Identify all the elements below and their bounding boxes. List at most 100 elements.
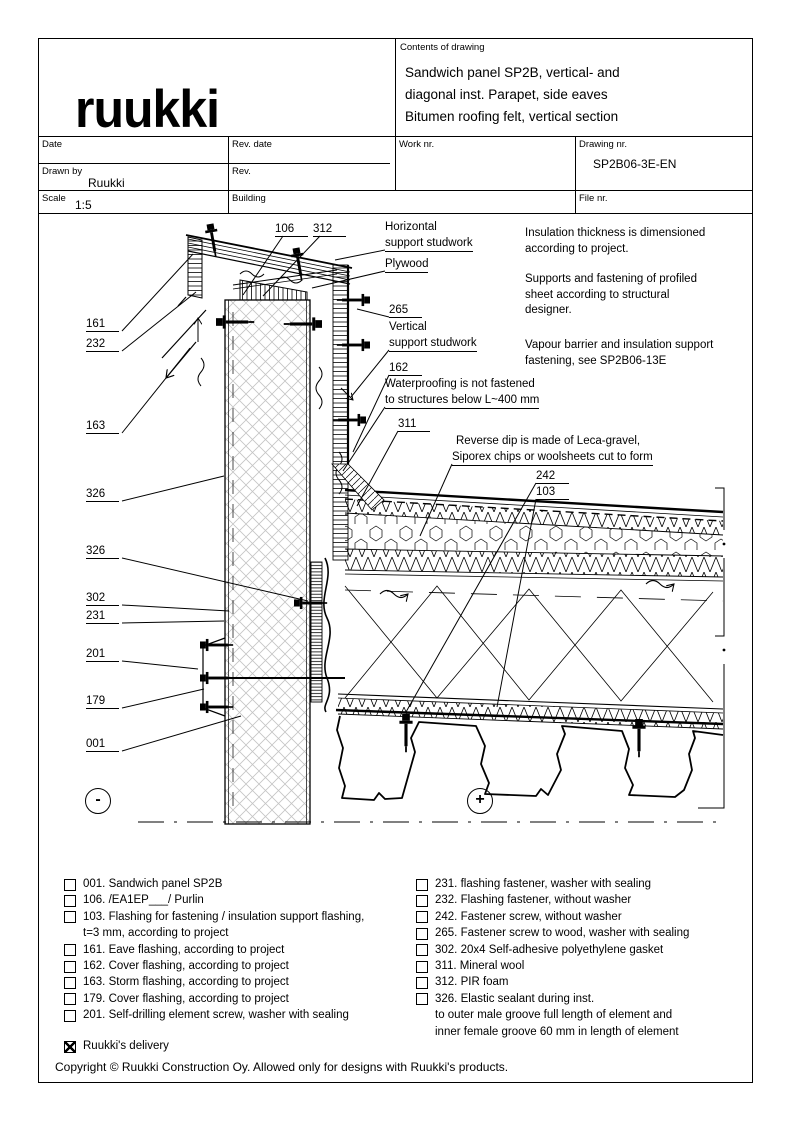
checkbox-icon bbox=[416, 911, 428, 924]
building-label: Building bbox=[232, 193, 266, 204]
legend-item-text: 201. Self-drilling element screw, washer… bbox=[83, 1009, 349, 1022]
checked-checkbox-icon bbox=[64, 1040, 76, 1053]
checkbox-icon bbox=[64, 976, 76, 989]
checkbox-icon bbox=[64, 993, 76, 1006]
callout-103: 103 bbox=[536, 485, 570, 500]
titleblock-line bbox=[38, 190, 753, 191]
legend-item-text: 001. Sandwich panel SP2B bbox=[83, 878, 223, 890]
legend-item-text: 103. Flashing for fastening / insulation… bbox=[83, 910, 365, 940]
contents-line-1: Sandwich panel SP2B, vertical- and bbox=[405, 65, 620, 80]
legend-item-text: 326. Elastic sealant during inst. to out… bbox=[435, 992, 679, 1038]
legend-left-column: 001. Sandwich panel SP2B 106. /EA1EP___/… bbox=[64, 876, 420, 1024]
callout-326a: 326 bbox=[86, 487, 120, 502]
delivery-item: Ruukki's delivery bbox=[64, 1038, 169, 1054]
checkbox-icon bbox=[64, 1009, 76, 1022]
ruukki-logo: ruukki bbox=[75, 79, 220, 139]
note-vapour: Vapour barrier and insulation support fa… bbox=[525, 339, 714, 367]
purlin bbox=[239, 279, 308, 301]
callout-179: 179 bbox=[86, 694, 120, 709]
label-reverse-dip-2: Siporex chips or woolsheets cut to form bbox=[452, 450, 653, 466]
contents-line-2: diagonal inst. Parapet, side eaves bbox=[405, 87, 608, 102]
contents-label: Contents of drawing bbox=[400, 42, 485, 53]
callout-001: 001 bbox=[86, 737, 120, 752]
legend-right-column: 231. flashing fastener, washer with seal… bbox=[416, 876, 746, 1040]
delivery-text: Ruukki's delivery bbox=[83, 1040, 169, 1052]
callout-326b: 326 bbox=[86, 544, 120, 559]
legend-item: 201. Self-drilling element screw, washer… bbox=[64, 1007, 420, 1023]
legend-item: 179. Cover flashing, according to projec… bbox=[64, 991, 420, 1007]
label-plywood: Plywood bbox=[385, 257, 429, 273]
label-vertical-studwork-2: support studwork bbox=[389, 336, 477, 352]
legend-item-text: 162. Cover flashing, according to projec… bbox=[83, 960, 289, 973]
titleblock-line bbox=[38, 213, 753, 214]
legend-item-text: 106. /EA1EP___/ Purlin bbox=[83, 894, 204, 907]
callout-265: 265 bbox=[389, 303, 423, 318]
sandwich-panel bbox=[224, 299, 311, 825]
checkbox-icon bbox=[416, 993, 428, 1006]
checkbox-icon bbox=[416, 976, 428, 989]
callout-201: 201 bbox=[86, 647, 120, 662]
checkbox-icon bbox=[64, 944, 76, 957]
contents-line-3: Bitumen roofing felt, vertical section bbox=[405, 109, 619, 124]
section-drawing bbox=[121, 221, 726, 825]
copyright-text: Copyright © Ruukki Construction Oy. Allo… bbox=[55, 1060, 509, 1074]
fasteners bbox=[198, 221, 648, 759]
callout-162: 162 bbox=[389, 361, 423, 376]
legend-item-text: 231. flashing fastener, washer with seal… bbox=[435, 878, 652, 890]
legend-item: 302. 20x4 Self-adhesive polyethylene gas… bbox=[416, 942, 746, 958]
profiled-sheet bbox=[336, 715, 724, 801]
label-reverse-dip-1: Reverse dip is made of Leca-gravel, bbox=[456, 435, 641, 447]
checkbox-icon bbox=[64, 960, 76, 973]
legend-item-text: 232. Flashing fastener, without washer bbox=[435, 894, 632, 907]
label-waterproofing-2: to structures below L~400 mm bbox=[385, 393, 540, 409]
label-waterproofing-1: Waterproofing is not fastened bbox=[385, 378, 535, 390]
legend-item: 231. flashing fastener, washer with seal… bbox=[416, 876, 746, 892]
rev-date-label: Rev. date bbox=[232, 139, 272, 150]
legend-item: 326. Elastic sealant during inst. to out… bbox=[416, 991, 746, 1040]
callout-242: 242 bbox=[536, 469, 570, 484]
work-nr-label: Work nr. bbox=[399, 139, 435, 150]
titleblock-line bbox=[38, 163, 390, 164]
date-label: Date bbox=[42, 139, 63, 150]
legend-item: 001. Sandwich panel SP2B bbox=[64, 876, 420, 892]
drawing-nr-label: Drawing nr. bbox=[579, 139, 628, 150]
file-nr-label: File nr. bbox=[579, 193, 608, 204]
callout-231: 231 bbox=[86, 609, 120, 624]
checkbox-icon bbox=[64, 911, 76, 924]
plus-symbol: + bbox=[467, 788, 493, 814]
note-insulation: Insulation thickness is dimensioned acco… bbox=[525, 227, 706, 255]
scale-label: Scale bbox=[42, 193, 66, 204]
drawn-by-value: Ruukki bbox=[88, 176, 125, 190]
roof-layers bbox=[331, 463, 724, 730]
minus-symbol: - bbox=[85, 788, 111, 814]
legend-item: 311. Mineral wool bbox=[416, 958, 746, 974]
titleblock-line bbox=[228, 136, 229, 213]
legend-item: 103. Flashing for fastening / insulation… bbox=[64, 909, 420, 942]
note-supports: Supports and fastening of profiled sheet… bbox=[525, 273, 697, 316]
legend-item: 312. PIR foam bbox=[416, 974, 746, 990]
checkbox-icon bbox=[64, 878, 76, 891]
drawn-by-label: Drawn by bbox=[42, 166, 83, 177]
legend-item: 242. Fastener screw, without washer bbox=[416, 909, 746, 925]
rev-label: Rev. bbox=[232, 166, 251, 177]
drawing-nr-value: SP2B06-3E-EN bbox=[593, 157, 677, 171]
break-lines bbox=[138, 487, 726, 823]
legend-item: 232. Flashing fastener, without washer bbox=[416, 892, 746, 908]
callout-232: 232 bbox=[86, 337, 120, 352]
legend-item-text: 242. Fastener screw, without washer bbox=[435, 910, 622, 923]
legend-item: 265. Fastener screw to wood, washer with… bbox=[416, 925, 746, 941]
legend-item-text: 265. Fastener screw to wood, washer with… bbox=[435, 927, 690, 940]
checkbox-icon bbox=[416, 878, 428, 891]
callout-161: 161 bbox=[86, 317, 120, 332]
checkbox-icon bbox=[416, 927, 428, 940]
callout-302: 302 bbox=[86, 591, 120, 606]
checkbox-icon bbox=[64, 894, 76, 907]
leader-lines bbox=[121, 235, 537, 752]
label-horizontal-studwork-1: Horizontal bbox=[385, 221, 437, 233]
legend-item: 162. Cover flashing, according to projec… bbox=[64, 958, 420, 974]
legend-item: 163. Storm flashing, according to projec… bbox=[64, 974, 420, 990]
callout-163: 163 bbox=[86, 419, 120, 434]
checkbox-icon bbox=[416, 894, 428, 907]
titleblock-line bbox=[575, 136, 576, 213]
legend-item-text: 179. Cover flashing, according to projec… bbox=[83, 992, 289, 1005]
